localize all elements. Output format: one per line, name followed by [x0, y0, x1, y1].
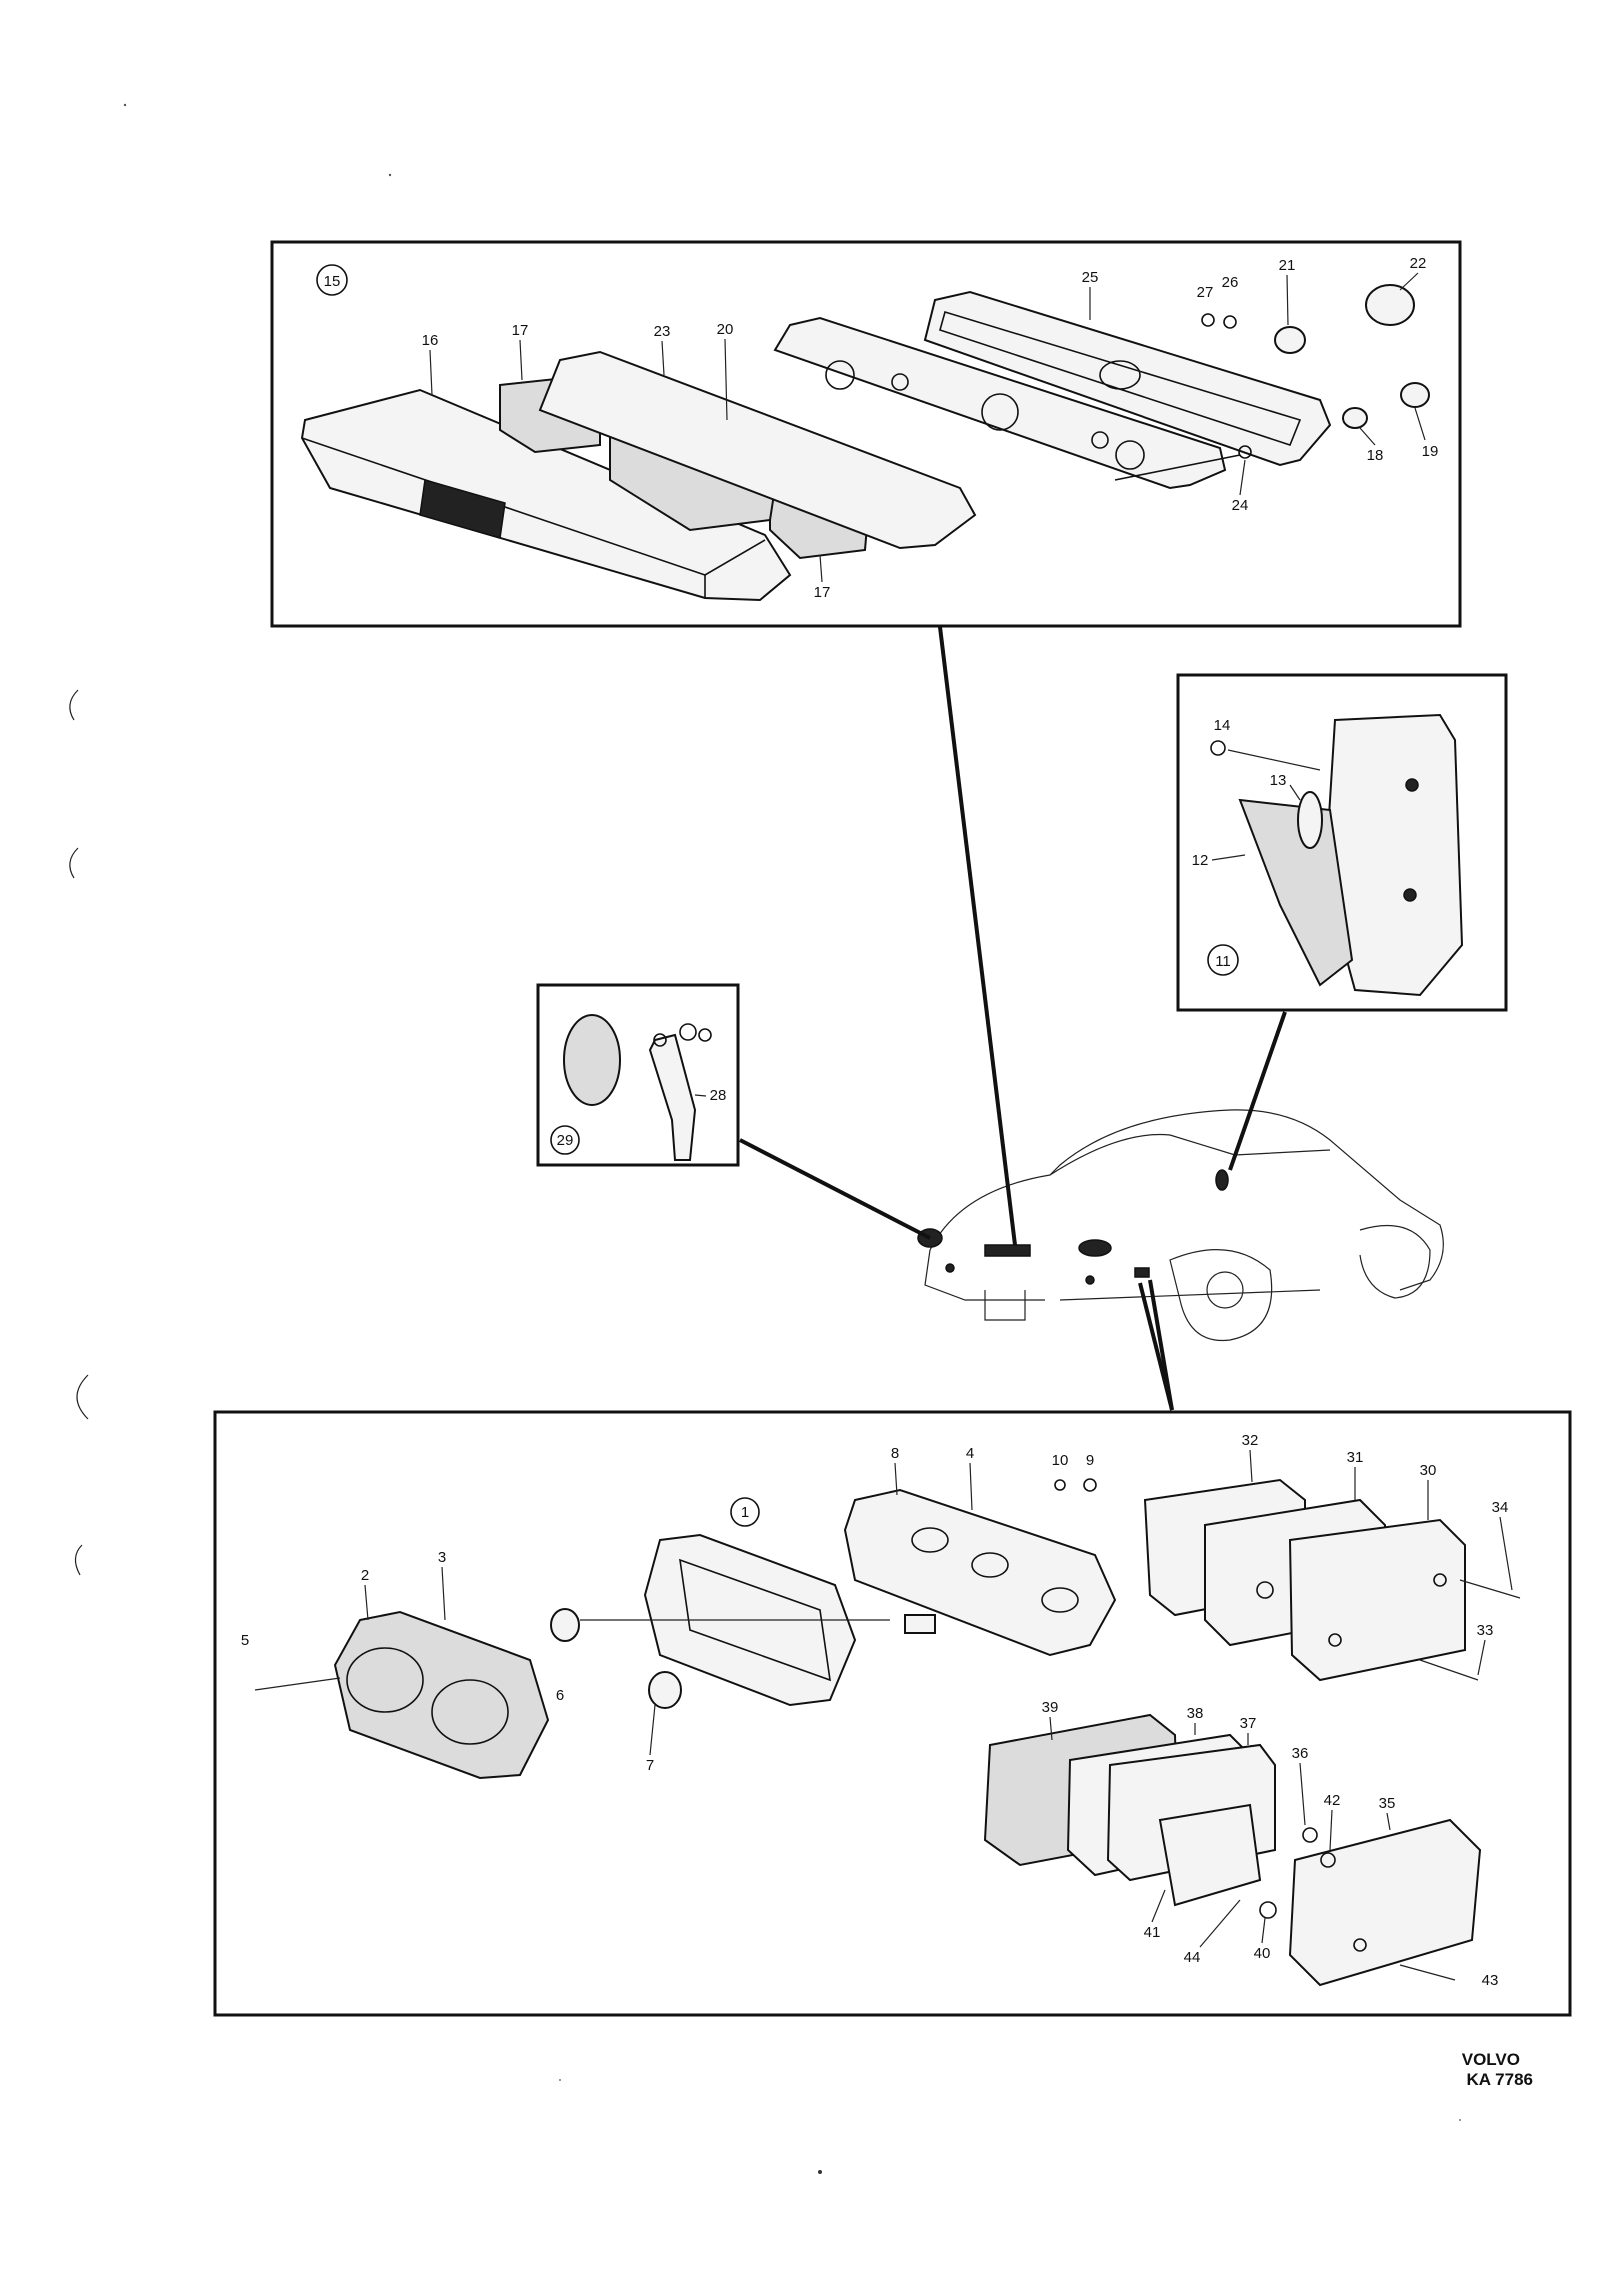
callout-label: 38 — [1187, 1705, 1204, 1722]
callout-labels: 16 17 23 20 25 27 26 21 22 18 19 24 17 — [422, 255, 1439, 601]
callout-label: 7 — [646, 1757, 654, 1774]
marker-lamp-part — [1210, 713, 1464, 997]
panel-frame — [1176, 673, 1508, 1012]
callout-label: 8 — [891, 1445, 899, 1462]
catalog-brand: VOLVO — [1462, 2050, 1520, 2069]
callout-label: 13 — [1270, 772, 1287, 789]
tail-lamp-assembly — [254, 1488, 1117, 1780]
callout-label: 17 — [814, 584, 831, 601]
callout-label: 16 — [422, 332, 439, 349]
ref-circle-15: 15 — [316, 264, 348, 296]
panel-side-marker: 11 14 13 12 — [1176, 673, 1508, 1012]
base-plate-part — [773, 316, 1227, 490]
ref-circle-11: 11 — [1207, 944, 1239, 976]
callout-label: 3 — [438, 1549, 446, 1566]
callout-label: 2 — [361, 1567, 369, 1584]
callout-label: 39 — [1042, 1699, 1059, 1716]
bulb-holder-part — [1201, 284, 1430, 459]
panel-reflector: 29 28 — [536, 983, 740, 1167]
callout-label: 19 — [1422, 443, 1439, 460]
rear-housing-part — [923, 290, 1332, 467]
panel-frame — [536, 983, 740, 1167]
callout-labels: 14 13 12 — [1192, 717, 1301, 869]
svg-text:29: 29 — [557, 1132, 574, 1149]
ref-circle-1: 1 — [730, 1497, 760, 1527]
callout-label: 17 — [512, 322, 529, 339]
indicator-lamp-assembly — [983, 1713, 1482, 1987]
callout-label: 5 — [241, 1632, 249, 1649]
callout-label: 44 — [1184, 1949, 1201, 1966]
callout-label: 23 — [654, 323, 671, 340]
panel-frame — [270, 240, 1462, 628]
callout-label: 4 — [966, 1445, 974, 1462]
callout-label: 14 — [1214, 717, 1231, 734]
callout-label: 42 — [1324, 1792, 1341, 1809]
callout-label: 26 — [1222, 274, 1239, 291]
callout-label: 28 — [710, 1087, 727, 1104]
reflector-part — [563, 1014, 712, 1161]
callout-label: 18 — [1367, 447, 1384, 464]
callout-label: 6 — [556, 1687, 564, 1704]
svg-text:1: 1 — [741, 1504, 749, 1521]
callout-label: 22 — [1410, 255, 1427, 272]
gasket-part — [538, 350, 977, 550]
svg-text:15: 15 — [324, 273, 341, 290]
callout-label: 40 — [1254, 1945, 1271, 1962]
catalog-code: VOLVO KA 7786 — [1462, 2050, 1533, 2089]
callout-label: 31 — [1347, 1449, 1364, 1466]
callout-label: 43 — [1482, 1972, 1499, 1989]
panel-frame — [213, 1410, 1572, 2017]
callout-label: 25 — [1082, 269, 1099, 286]
callout-label: 24 — [1232, 497, 1249, 514]
callout-label: 41 — [1144, 1924, 1161, 1941]
panel-tail-lamps: 1 — [213, 1410, 1572, 2017]
callout-label: 21 — [1279, 257, 1296, 274]
side-lamp-assembly — [1143, 1478, 1521, 1682]
callout-label: 20 — [717, 321, 734, 338]
scan-margin-marks — [69, 103, 1461, 2174]
callout-label: 32 — [1242, 1432, 1259, 1449]
callout-label: 12 — [1192, 852, 1209, 869]
svg-text:11: 11 — [1215, 953, 1231, 970]
callout-label: 33 — [1477, 1622, 1494, 1639]
callout-label: 35 — [1379, 1795, 1396, 1812]
callout-label: 37 — [1240, 1715, 1257, 1732]
callout-labels: 2 3 5 6 7 8 4 10 9 32 31 30 34 33 — [241, 1432, 1513, 1989]
callout-label: 10 — [1052, 1452, 1069, 1469]
callout-label: 30 — [1420, 1462, 1437, 1479]
car-outline — [917, 1109, 1444, 1342]
catalog-number: KA 7786 — [1467, 2070, 1533, 2089]
callout-label: 9 — [1086, 1452, 1094, 1469]
ref-circle-29: 29 — [550, 1125, 580, 1155]
callout-label: 27 — [1197, 284, 1214, 301]
callout-label: 36 — [1292, 1745, 1309, 1762]
panel-rear-lamp-bar: 15 — [270, 240, 1462, 628]
leader-lines — [739, 626, 1287, 1411]
callout-label: 34 — [1492, 1499, 1509, 1516]
